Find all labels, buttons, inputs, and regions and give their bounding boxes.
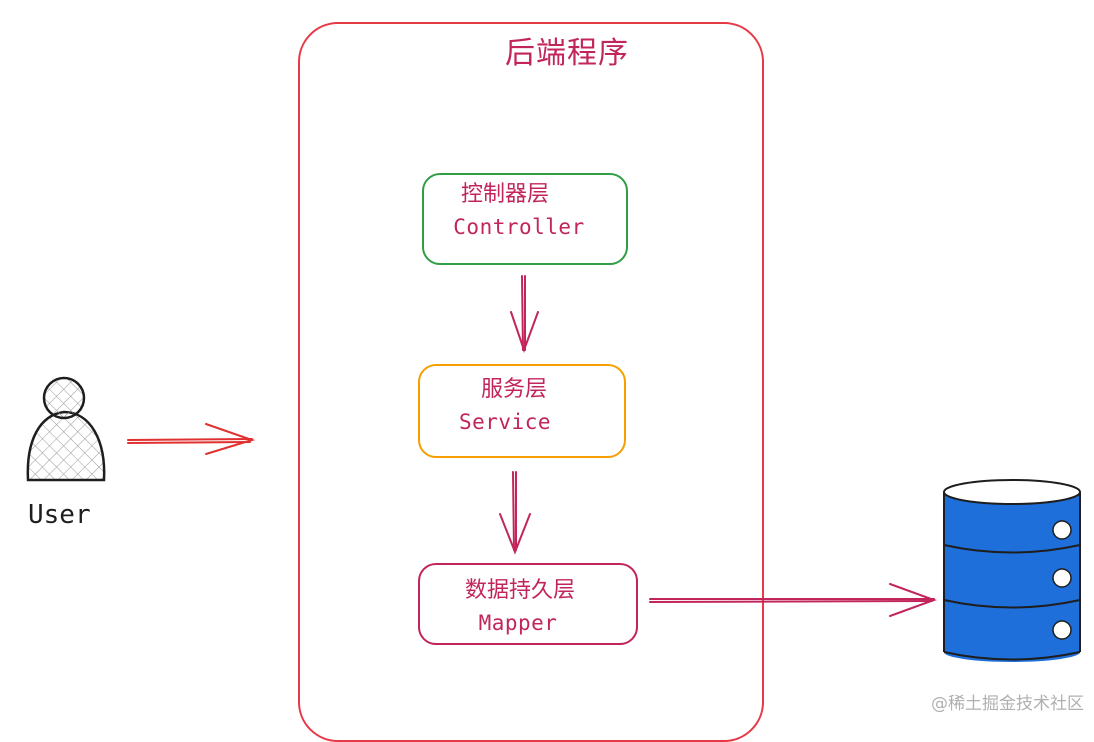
user-label: User bbox=[28, 500, 91, 530]
controller-to-service-arrow bbox=[510, 275, 539, 353]
watermark: @稀土掘金技术社区 bbox=[931, 694, 1084, 714]
mapper-layer-box: 数据持久层 Mapper bbox=[418, 563, 638, 645]
controller-layer-box: 控制器层 Controller bbox=[422, 173, 628, 265]
diagram-connectors bbox=[26, 275, 1081, 662]
service-layer-cn-label: 服务层 bbox=[480, 377, 547, 402]
database-icon bbox=[943, 479, 1081, 662]
service-layer-en-label: Service bbox=[458, 410, 551, 434]
controller-layer-cn-label: 控制器层 bbox=[460, 182, 549, 207]
user-icon bbox=[26, 376, 106, 482]
backend-title: 后端程序 bbox=[505, 36, 629, 71]
service-layer-box: 服务层 Service bbox=[418, 364, 626, 458]
mapper-layer-en-label: Mapper bbox=[478, 611, 558, 635]
mapper-to-database-arrow bbox=[649, 583, 937, 617]
service-to-mapper-arrow bbox=[499, 471, 531, 555]
mapper-layer-cn-label: 数据持久层 bbox=[464, 578, 575, 603]
user-to-backend-arrow bbox=[127, 423, 256, 455]
controller-layer-en-label: Controller bbox=[453, 215, 585, 239]
